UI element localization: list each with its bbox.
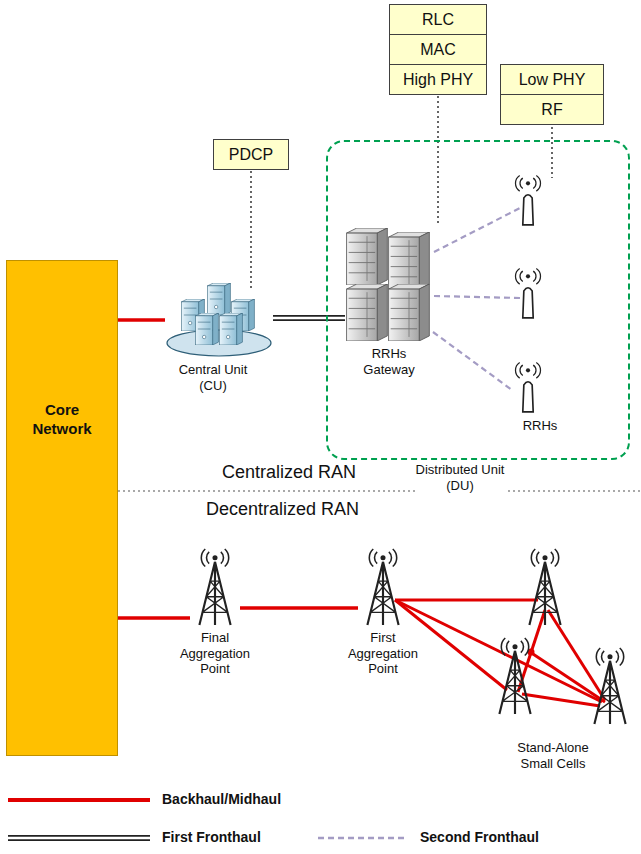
leader-line	[551, 127, 553, 178]
icon-part	[389, 232, 430, 289]
icon-art	[358, 548, 408, 626]
icon-part	[199, 549, 230, 625]
connector-group	[240, 608, 358, 609]
core-network-block: Core Network	[6, 260, 118, 756]
layer-box: MAC	[389, 34, 487, 65]
icon-part	[515, 363, 540, 412]
node-label: Low PHY	[519, 71, 586, 89]
rrh-antenna	[515, 269, 540, 318]
backhaul-link	[522, 694, 600, 706]
backhaul-link	[118, 616, 190, 620]
icon-art	[165, 283, 273, 358]
connector-group	[118, 618, 190, 619]
connector-group	[273, 318, 345, 319]
backhaul-link	[118, 318, 165, 322]
connector-group	[433, 332, 512, 390]
second-fronthaul-link	[434, 208, 520, 252]
connector-group	[118, 320, 165, 321]
node-label: MAC	[420, 41, 456, 59]
layer-box: PDCP	[213, 139, 289, 170]
icon-part	[208, 283, 231, 315]
equipment-icon: RRHs Gateway	[345, 228, 433, 342]
icon-part	[367, 549, 398, 625]
group-label: Stand-Alone Small Cells	[508, 740, 598, 771]
small-cell-tower	[529, 549, 560, 625]
icon-art	[190, 548, 240, 626]
node-label: High PHY	[403, 71, 473, 89]
layer-box: Low PHY	[500, 64, 604, 95]
icon-art	[512, 362, 544, 414]
legend-line-sample	[8, 798, 150, 802]
region-heading: Decentralized RAN	[206, 499, 359, 521]
backhaul-link	[530, 652, 605, 702]
unit-boundary: RRHs GatewayRRHsDistributed Unit (DU)	[326, 140, 630, 460]
node-label: RF	[541, 101, 562, 119]
small-cell-links	[395, 600, 605, 706]
legend-sample	[8, 838, 150, 839]
leader-line	[437, 96, 439, 226]
icon-part	[347, 284, 388, 341]
region-heading: Centralized RAN	[222, 462, 356, 484]
icon-part	[389, 284, 430, 341]
node-caption: First Aggregation Point	[340, 630, 426, 677]
fronthaul-inner	[273, 317, 345, 319]
backhaul-link	[395, 599, 538, 602]
equipment-icon: RRHs	[512, 362, 544, 414]
node-caption: Central Unit (CU)	[176, 362, 251, 393]
node-label: PDCP	[229, 146, 273, 164]
icon-part	[347, 228, 388, 285]
backhaul-link	[240, 606, 358, 610]
node-label: RLC	[422, 11, 454, 29]
equipment-icon: First Aggregation Point	[358, 548, 408, 626]
icon-part	[220, 313, 243, 345]
legend-line-inner	[8, 837, 150, 839]
equipment-icon: Central Unit (CU)	[165, 283, 273, 358]
backhaul-link	[395, 600, 602, 702]
layer-box: RF	[500, 94, 604, 125]
first-fronthaul-link	[273, 315, 345, 321]
icon-part	[196, 313, 219, 345]
legend-line-sample	[318, 837, 408, 839]
rrh-antenna	[515, 176, 540, 225]
legend-sample	[8, 800, 150, 801]
node-caption: Distributed Unit (DU)	[415, 462, 505, 493]
node-caption: RRHs Gateway	[357, 346, 421, 377]
small-cell-tower	[499, 638, 530, 714]
second-fronthaul-link	[433, 332, 512, 390]
legend-text: First Fronthaul	[162, 829, 261, 845]
layer-box: High PHY	[389, 64, 487, 95]
backhaul-link	[395, 600, 507, 690]
legend-sample	[318, 838, 408, 839]
leader-line	[250, 171, 252, 288]
node-caption: Final Aggregation Point	[172, 630, 258, 677]
small-cell-tower	[594, 648, 625, 724]
second-fronthaul-link	[434, 296, 520, 298]
layer-box: RLC	[389, 4, 487, 35]
equipment-icon: Final Aggregation Point	[190, 548, 240, 626]
legend-line-sample	[8, 835, 150, 841]
node-label: Core Network	[22, 401, 102, 439]
legend-text: Second Fronthaul	[420, 829, 539, 845]
legend-text: Backhaul/Midhaul	[162, 791, 281, 807]
node-caption: RRHs	[515, 418, 565, 434]
server-base	[167, 330, 271, 356]
icon-art	[345, 228, 433, 342]
region-separator	[118, 490, 641, 491]
